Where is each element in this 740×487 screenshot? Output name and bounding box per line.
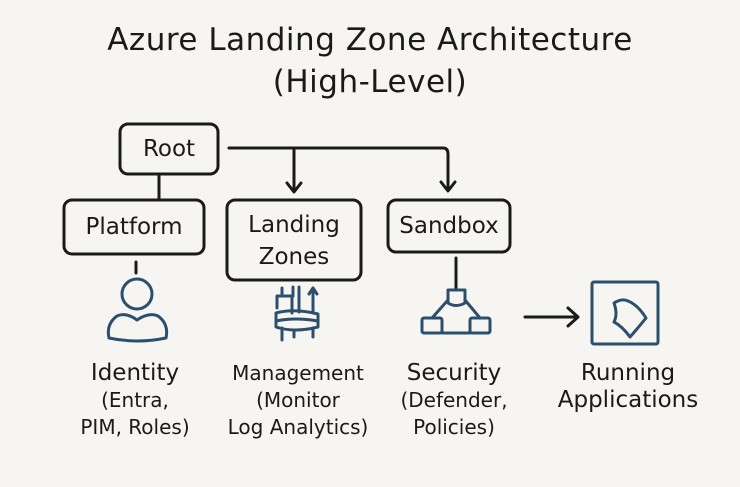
security-caption: Security (Defender, Policies) [384, 360, 524, 441]
platform-node-label: Platform [85, 214, 183, 240]
security-title: Security [406, 360, 502, 386]
management-detail-1: (Monitor [256, 388, 340, 412]
identity-title: Identity [90, 360, 180, 386]
diagram-subtitle: (High-Level) [272, 64, 468, 100]
management-caption: Management (Monitor Log Analytics) [220, 360, 376, 441]
security-detail-2: Policies) [413, 415, 495, 439]
platform-box [62, 198, 206, 256]
user-icon [106, 277, 169, 343]
root-box [118, 122, 220, 176]
sandbox-arrow-head [439, 180, 457, 193]
applications-detail: Applications [557, 387, 699, 413]
landing-arrow-head [285, 181, 303, 194]
management-title: Management [232, 361, 364, 385]
identity-detail-2: PIM, Roles) [80, 415, 190, 439]
landing-zones-box [225, 198, 363, 282]
landing-zones-label-line2: Zones [258, 244, 330, 270]
landing-zones-label-line1: Landing [248, 212, 340, 238]
sandbox-box [386, 198, 512, 254]
monitor-chart-icon [274, 285, 320, 342]
management-detail-2: Log Analytics) [227, 415, 369, 439]
network-hierarchy-icon [420, 288, 492, 335]
identity-caption: Identity (Entra, PIM, Roles) [60, 360, 210, 441]
sandbox-node-label: Sandbox [399, 213, 499, 239]
app-box-icon [590, 280, 660, 346]
identity-detail-1: (Entra, [101, 388, 169, 412]
security-detail-1: (Defender, [400, 388, 508, 412]
root-node-label: Root [142, 136, 196, 162]
diagram-title: Azure Landing Zone Architecture [107, 22, 633, 58]
root-to-landing-zones-connector [227, 146, 450, 192]
applications-caption: Running Applications [548, 360, 708, 414]
applications-title: Running [580, 360, 676, 386]
arrow-right-icon [523, 306, 580, 328]
